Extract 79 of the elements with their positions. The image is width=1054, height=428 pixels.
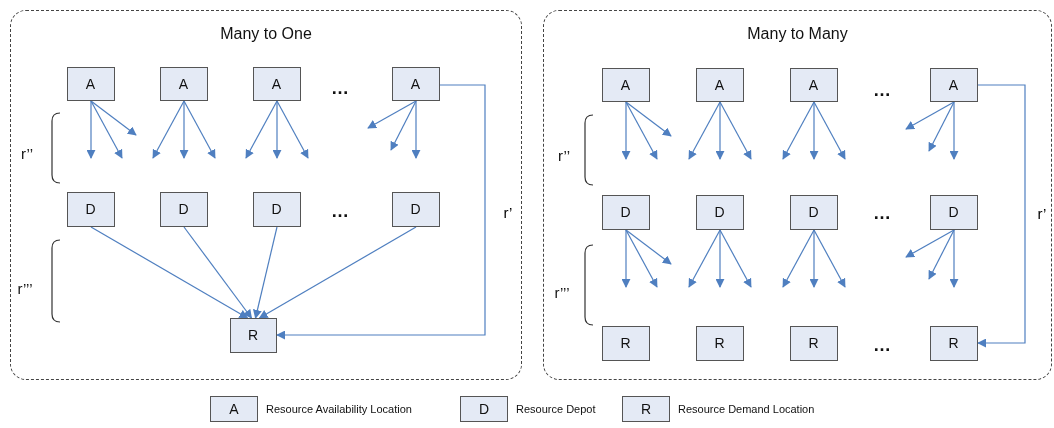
arrow [625,229,672,265]
location-box: D [695,194,744,230]
range-label: r’’ [558,146,570,164]
arrow [276,100,309,159]
arrow [179,100,189,159]
arrow [949,101,959,160]
range-label: r’’ [21,144,33,162]
ellipsis-mark: … [873,79,891,101]
arrow [949,229,959,288]
location-box: R [929,325,978,361]
arrow [719,101,752,160]
arrow [621,229,631,288]
arrow [813,229,846,288]
arrow [152,100,185,159]
location-box: A [789,67,838,102]
location-box: D [789,194,838,230]
arrow [625,101,672,137]
arrow [782,229,815,288]
location-box: D [159,191,208,227]
arrow [272,100,282,159]
arrow [928,101,955,152]
dashed-group-panel [10,10,522,380]
arrow [928,229,955,280]
location-box: D [66,191,115,227]
range-label: r’’’ [17,279,33,297]
location-box: D [601,194,650,230]
arrow [90,100,123,159]
arrow [715,229,725,288]
dashed-group-panel [543,10,1052,380]
arrow [621,101,631,160]
legend-text: Resource Depot [516,403,596,415]
location-box: D [391,191,440,227]
arrow [688,229,721,288]
arrow [905,229,955,258]
range-label: r’’’ [554,283,570,301]
arrow [245,100,278,159]
location-box: A [929,67,978,102]
location-box: A [252,66,301,101]
location-box: A [391,66,440,101]
location-box: A [695,67,744,102]
ellipsis-mark: … [873,334,891,356]
arrow [183,226,253,319]
arrow [688,101,721,160]
arrow [90,100,137,136]
legend-text: Resource Availability Location [266,403,412,415]
arrow [86,100,96,159]
arrow [782,101,815,160]
panel-title: Many to Many [746,25,849,43]
location-box: R [601,325,650,361]
legend-text: Resource Demand Location [678,403,815,415]
location-box: A [66,66,115,101]
arrow [276,84,486,340]
location-box: D [252,191,301,227]
arrow [253,226,278,319]
arrow [367,100,417,129]
location-box: R [789,325,838,361]
location-box: A [601,67,650,102]
ellipsis-mark: … [331,77,349,99]
arrow [809,229,819,288]
arrow [90,226,249,319]
arrow [411,100,421,159]
panel-title: Many to One [219,25,313,43]
location-box: R [695,325,744,361]
location-box: A [159,66,208,101]
arrow [390,100,417,151]
arrow [977,84,1026,348]
arrow [715,101,725,160]
arrow [719,229,752,288]
arrow [813,101,846,160]
arrow [625,229,658,288]
ellipsis-mark: … [873,202,891,224]
arrow [258,226,417,319]
arrow [183,100,216,159]
arrow [625,101,658,160]
arrow [809,101,819,160]
arrow [905,101,955,130]
location-box: R [229,317,277,353]
ellipsis-mark: … [331,200,349,222]
location-box: D [929,194,978,230]
